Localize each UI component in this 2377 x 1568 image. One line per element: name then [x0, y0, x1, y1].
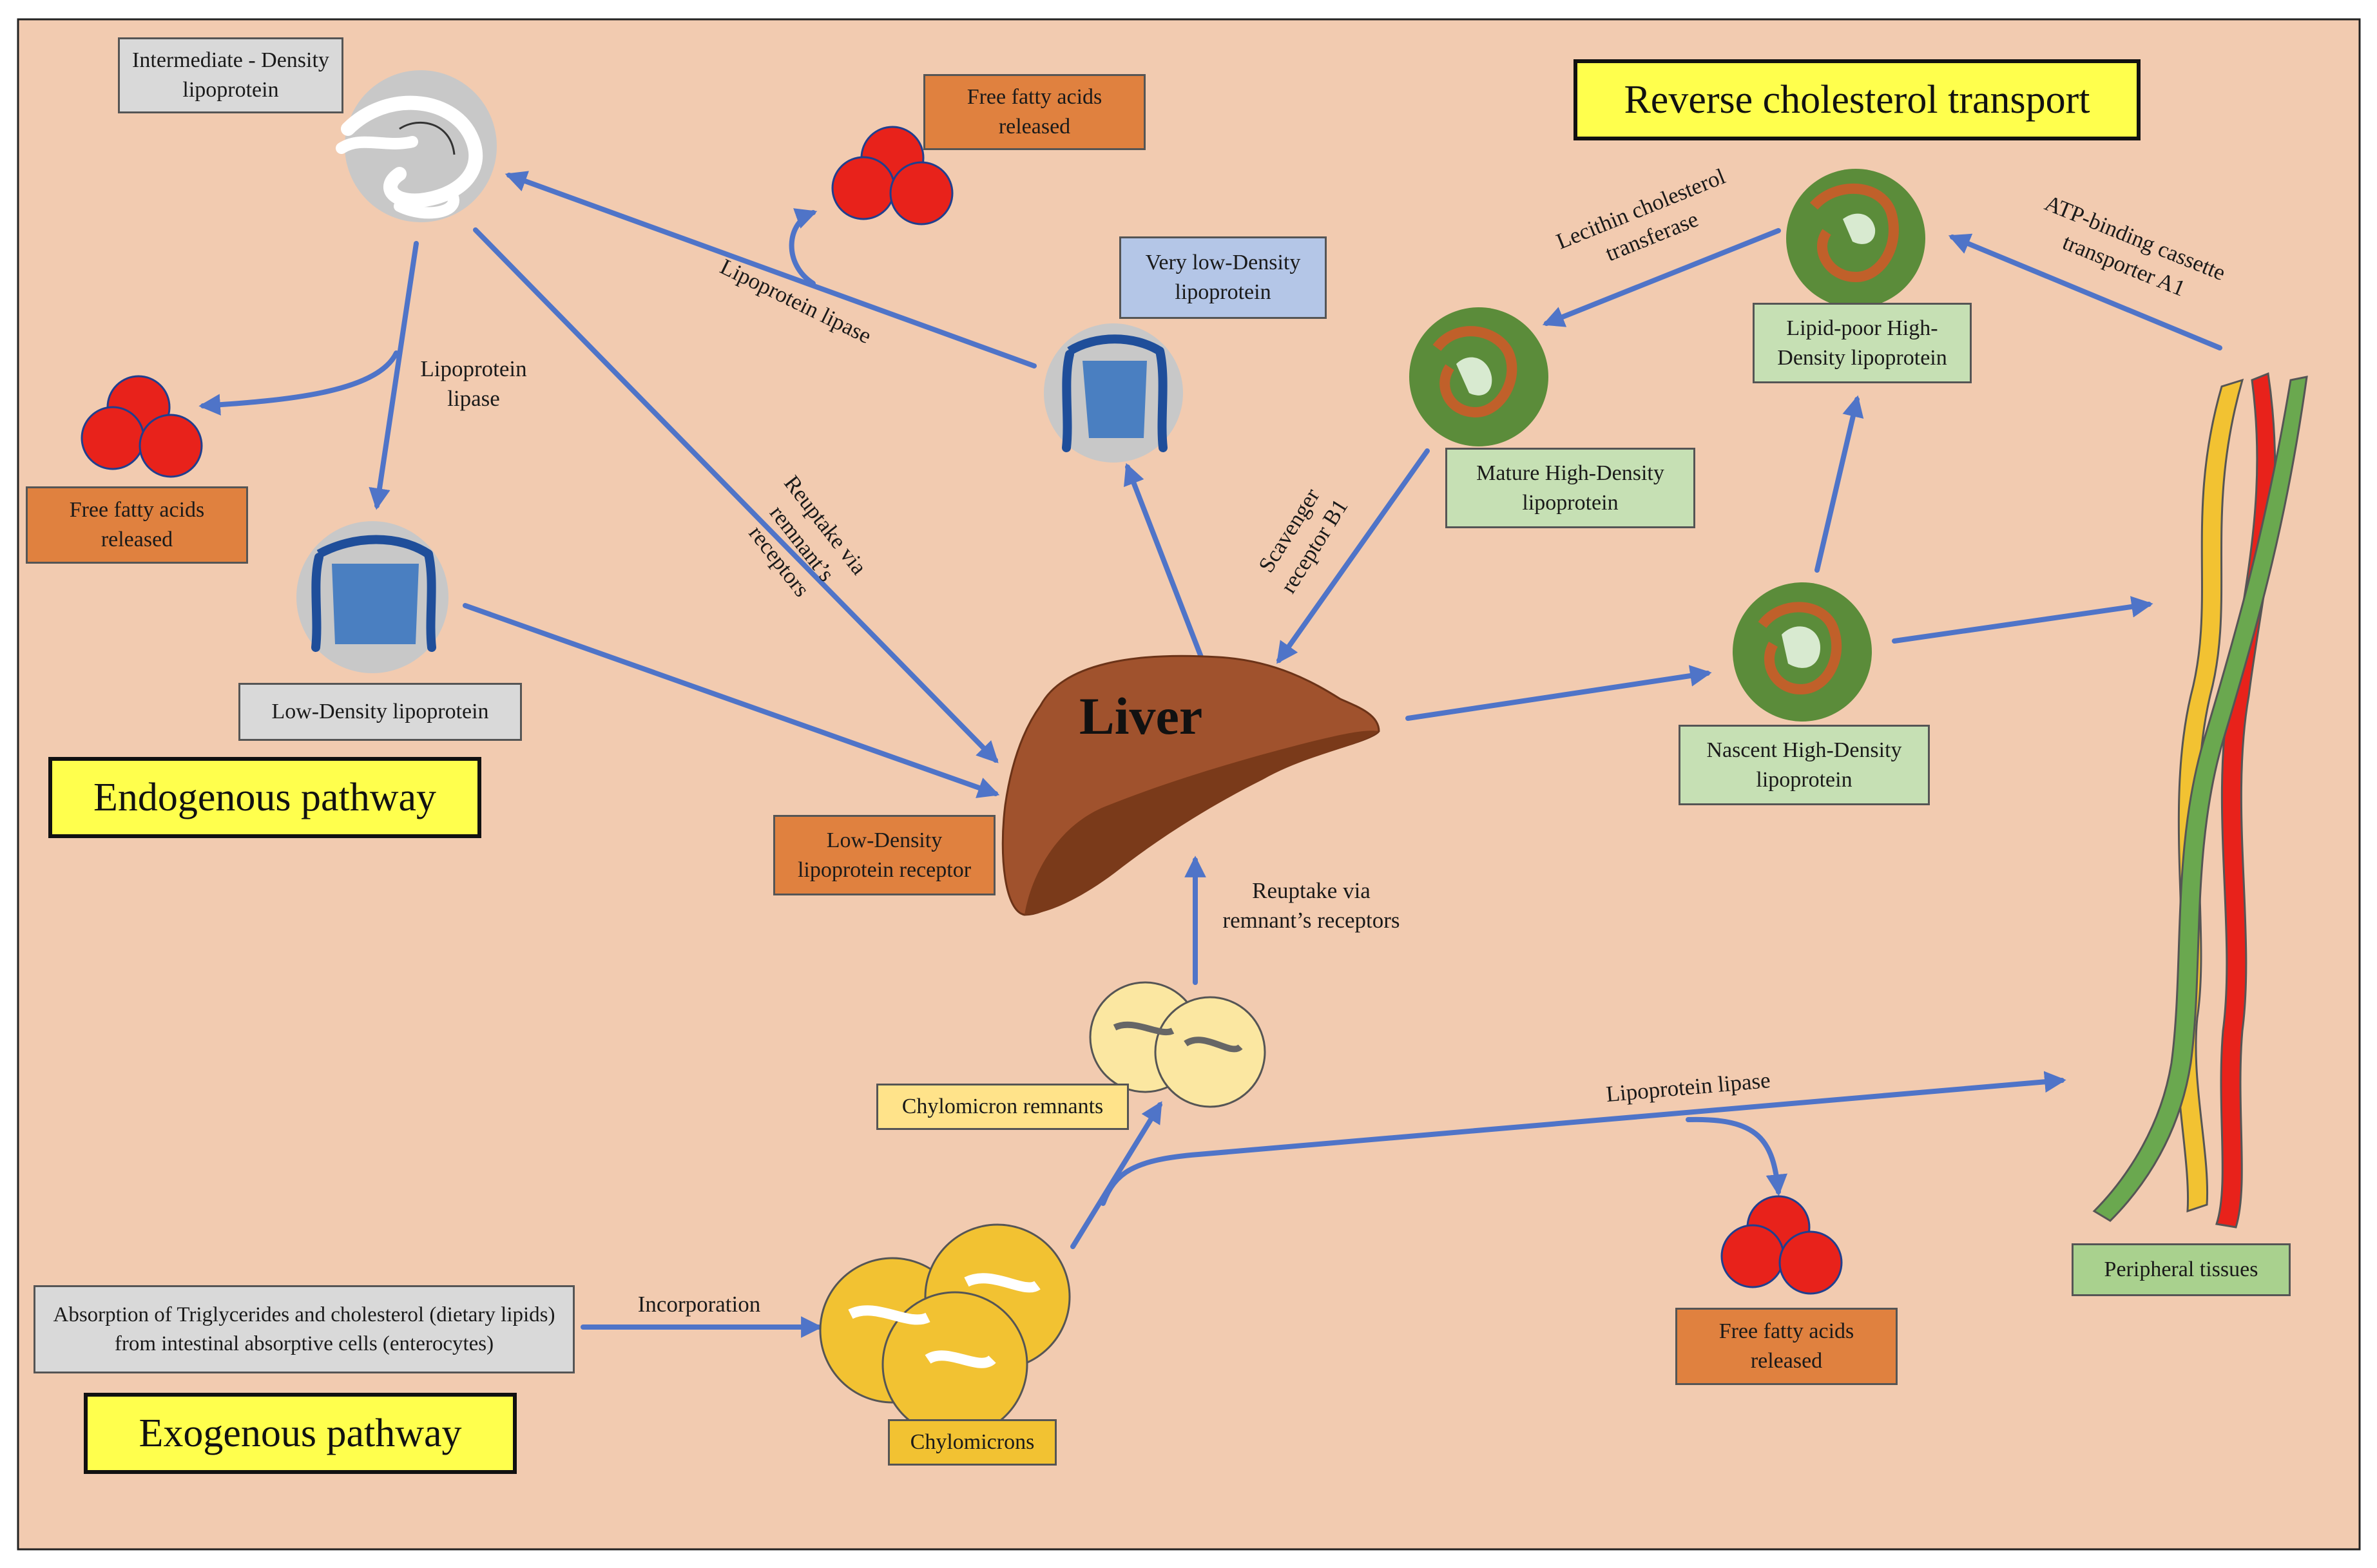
reverse-cholesterol-title: Reverse cholesterol transport: [1573, 59, 2141, 140]
endogenous-pathway-title: Endogenous pathway: [48, 757, 481, 838]
arrow-nascent-to-peripheral: [1892, 596, 2153, 644]
chylomicron-remnant-cluster: [1089, 981, 1266, 1108]
ffa-cluster-bottom: [1720, 1195, 1843, 1295]
vldl-particle: [1044, 323, 1183, 463]
nascent-hdl-label-box: Nascent High-Density lipoprotein: [1679, 725, 1930, 805]
peripheral-tissue-ribbons: [2092, 372, 2308, 1229]
arrow-chylomicrons-to-remnants: [1070, 1101, 1162, 1249]
arrow-mature-hdl-to-liver: [1276, 448, 1430, 664]
ldl-receptor-label-box: Low-Density lipoprotein receptor: [773, 815, 996, 895]
absorption-label-box: Absorption of Triglycerides and choleste…: [34, 1285, 575, 1373]
arrow-lpl-to-ffa-bottom: [1686, 1116, 1788, 1196]
lipid-poor-hdl-label-box: Lipid-poor High-Density lipoprotein: [1753, 303, 1972, 383]
arrow-lpl-to-ffa-top: [789, 208, 818, 286]
chylomicron-cluster: [819, 1223, 1071, 1438]
ffa-cluster-left: [81, 375, 203, 478]
mature-hdl-particle: [1409, 307, 1548, 446]
arrow-idl-to-liver: [473, 227, 999, 763]
arrow-peripheral-to-lipid-poor: [1948, 233, 2222, 350]
liver-illustration: [1001, 655, 1380, 916]
peripheral-tissues-label-box: Peripheral tissues: [2072, 1243, 2291, 1296]
arrow-chylomicrons-to-peripheral: [1101, 1071, 2066, 1206]
arrow-vldl-to-idl: [505, 171, 1037, 368]
chylomicrons-label-box: Chylomicrons: [888, 1419, 1057, 1466]
arrows: [198, 171, 2222, 1338]
reuptake-bottom-label: Reuptake via remnant’s receptors: [1222, 878, 1400, 933]
mature-hdl-label-box: Mature High-Density lipoprotein: [1445, 448, 1695, 528]
ffa-left-label-box: Free fatty acids released: [26, 486, 248, 564]
lipid-poor-hdl-particle: [1786, 169, 1925, 308]
arrow-lpl-to-ffa-left: [198, 350, 399, 416]
arrow-lipid-poor-to-mature: [1542, 228, 1781, 327]
arrow-liver-to-vldl: [1124, 463, 1208, 669]
ffa-bottom-label-box: Free fatty acids released: [1675, 1308, 1898, 1385]
arrow-nascent-to-lipid-poor: [1814, 395, 1864, 573]
ldl-label-box: Low-Density lipoprotein: [238, 683, 522, 741]
ffa-top-label-box: Free fatty acids released: [923, 74, 1146, 150]
ffa-cluster-top: [831, 126, 954, 225]
idl-label-box: Intermediate - Density lipoprotein: [118, 37, 343, 113]
idl-particle: [336, 70, 497, 222]
exogenous-pathway-title: Exogenous pathway: [84, 1393, 517, 1474]
vldl-label-box: Very low-Density lipoprotein: [1119, 236, 1327, 319]
ldl-particle: [296, 521, 448, 673]
arrow-liver-to-nascent-hdl: [1405, 665, 1712, 721]
liver-label: Liver: [1079, 687, 1203, 745]
nascent-hdl-particle: [1733, 582, 1872, 722]
lpl-left-label: Lipoprotein lipase: [420, 356, 527, 411]
chylomicron-remnants-label-box: Chylomicron remnants: [876, 1084, 1129, 1130]
arrow-idl-to-ldl: [369, 241, 419, 510]
incorporation-label: Incorporation: [637, 1292, 761, 1317]
arrow-ldl-to-liver: [463, 603, 1000, 798]
